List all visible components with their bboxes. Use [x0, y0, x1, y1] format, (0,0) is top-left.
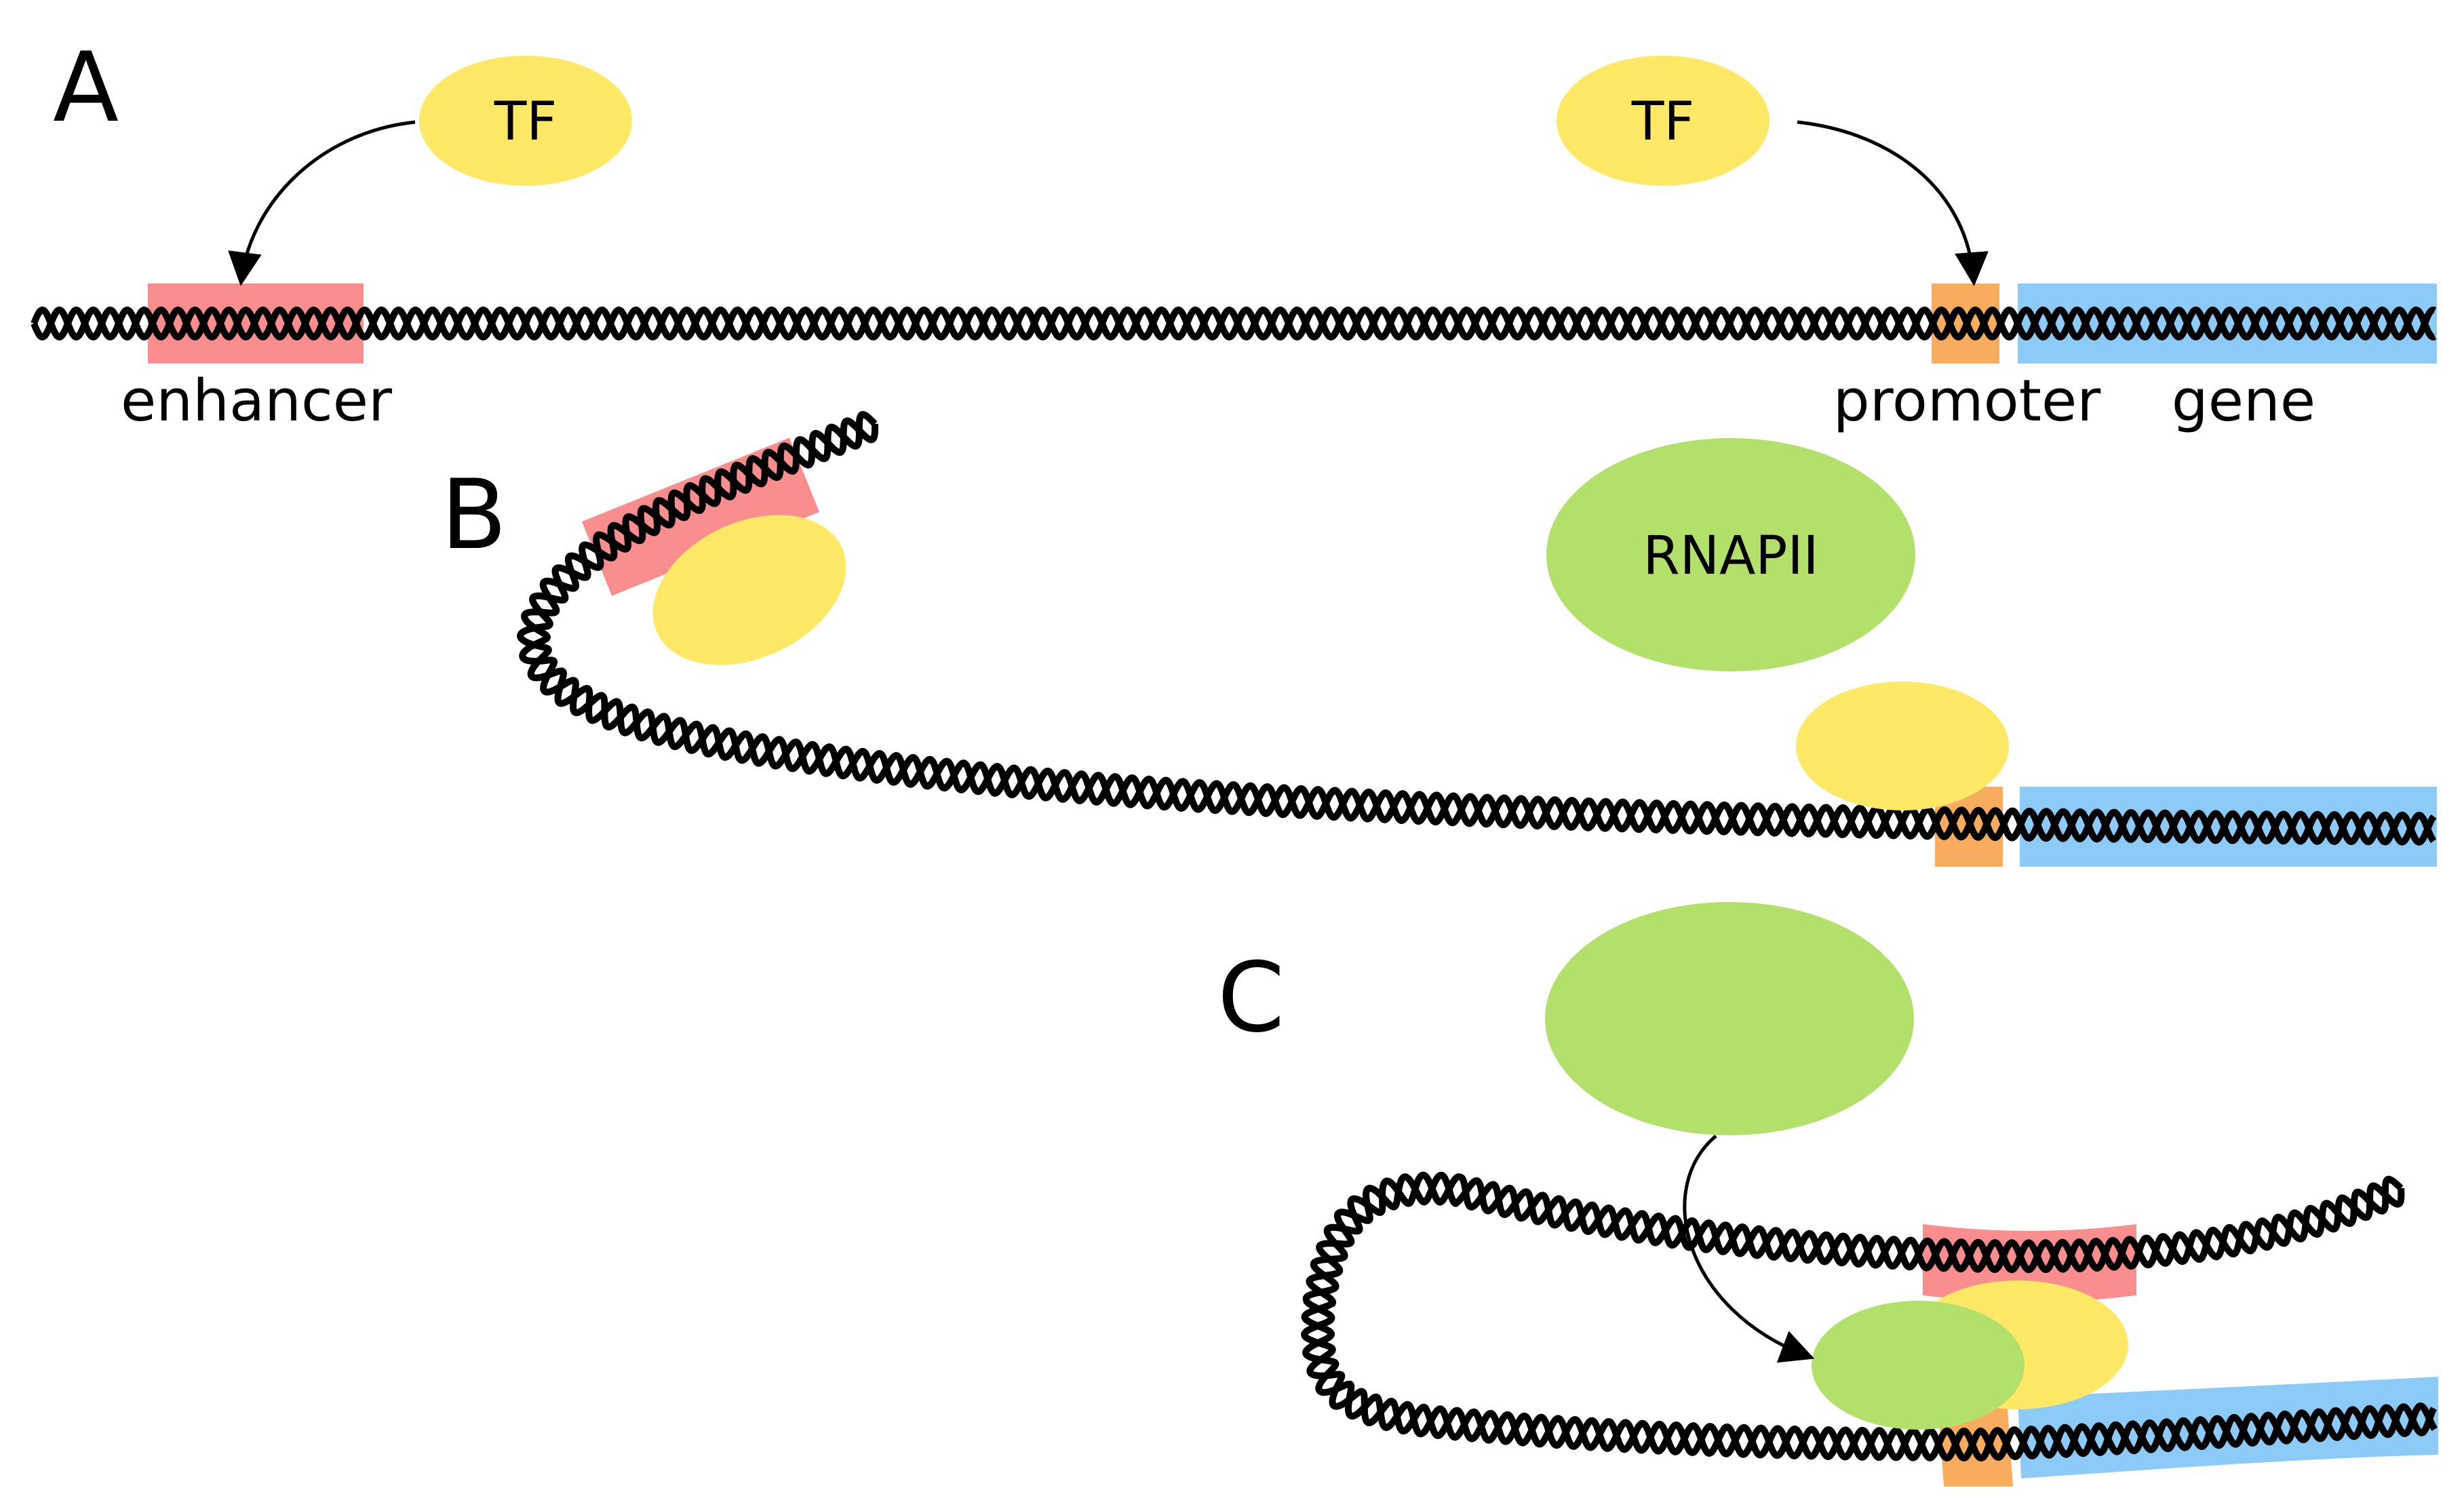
- panel-a-letter: A: [53, 32, 119, 144]
- rnapii-label: RNAPII: [1643, 526, 1819, 587]
- panel-b-letter: B: [441, 459, 507, 571]
- transcription-factor-left: [419, 56, 632, 186]
- dna-strand-2: [519, 417, 2437, 846]
- tf-to-enhancer-arrow: [228, 120, 416, 286]
- dna-helix-looped: [517, 411, 2437, 846]
- enhancer-region: [581, 437, 820, 596]
- dna-helix-straight: [31, 307, 2437, 340]
- tf-right-label: TF: [1631, 92, 1695, 153]
- gene-label: gene: [2172, 368, 2315, 435]
- rna-polymerase-ii: [1545, 902, 1914, 1135]
- rna-polymerase-ii: [1546, 438, 1915, 671]
- tf-to-promoter-arrow: [1797, 120, 1989, 286]
- panel-b: B RNAPII: [441, 411, 2437, 867]
- dna-strand-2: [31, 307, 2437, 340]
- enhancer-label: enhancer: [121, 368, 392, 435]
- dna-helix-looped: [1301, 1171, 2438, 1461]
- panel-c-letter: C: [1217, 942, 1285, 1054]
- dna-strand-2: [1301, 1171, 2438, 1461]
- promoter-label: promoter: [1833, 368, 2100, 435]
- rna-polymerase-ii-recruited: [1812, 1301, 2025, 1430]
- transcription-factor-enhancer-bound: [652, 515, 846, 665]
- dna-strand-1: [517, 411, 2437, 846]
- rnapii-recruitment-arrow: [1683, 1135, 1815, 1363]
- panel-c: C: [1217, 902, 2438, 1487]
- transcription-factor-right: [1557, 56, 1769, 186]
- tf-left-label: TF: [494, 92, 558, 153]
- transcription-factor-promoter-bound: [1796, 682, 2009, 810]
- panel-a: A TF TF enhancer promoter gene: [31, 32, 2437, 435]
